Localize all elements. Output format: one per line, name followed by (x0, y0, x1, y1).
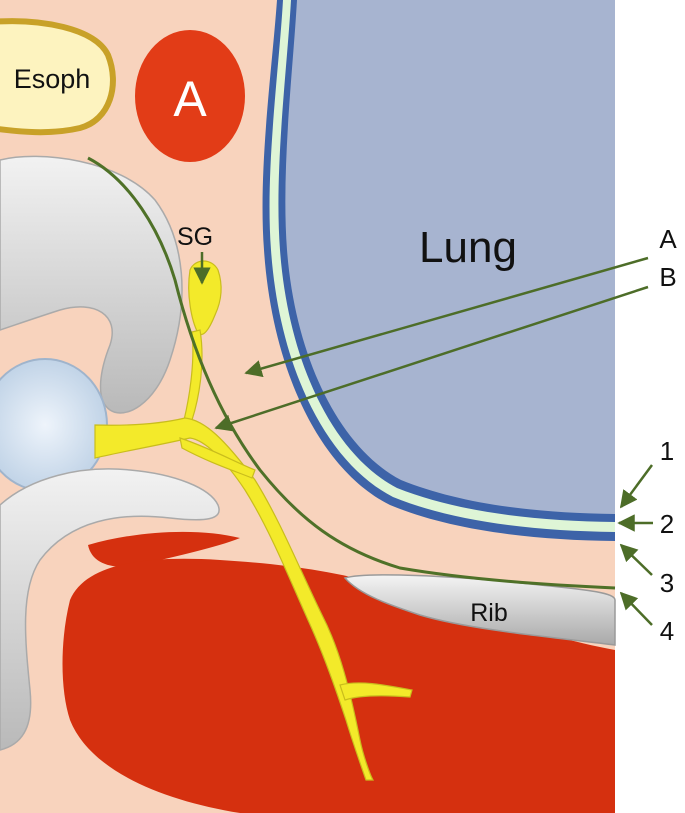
layer-1-arrow (619, 464, 654, 509)
needle-a-label: A (659, 224, 677, 254)
lung (285, 0, 615, 514)
needle-b-label: B (659, 262, 676, 292)
needle-b-arrow (214, 285, 649, 432)
aorta (135, 30, 245, 162)
vertebral-body (0, 155, 183, 414)
layer-1-label: 1 (660, 436, 674, 466)
layer-3-label: 3 (660, 568, 674, 598)
rib (343, 574, 616, 646)
rib-label: Rib (470, 599, 508, 627)
ventral-ramus-distal-branch (339, 682, 413, 701)
esophagus-label: Esoph (14, 64, 91, 94)
esophagus (0, 18, 116, 136)
ventral-ramus (94, 417, 375, 781)
layer-2-label: 2 (660, 509, 674, 539)
aorta-label: A (173, 71, 207, 127)
transverse-process (0, 468, 220, 751)
layer-3-arrow (619, 543, 653, 576)
endothoracic-fascia (87, 156, 616, 590)
layer-4-arrow (619, 591, 653, 626)
needle-a-arrow (244, 256, 649, 378)
layer-4-label: 4 (660, 616, 674, 646)
intercostal-muscle-slip (88, 531, 240, 567)
dorsal-ramus-branch (179, 437, 256, 479)
lung-label: Lung (419, 223, 517, 272)
stellate-ganglion-label: SG (177, 223, 213, 251)
